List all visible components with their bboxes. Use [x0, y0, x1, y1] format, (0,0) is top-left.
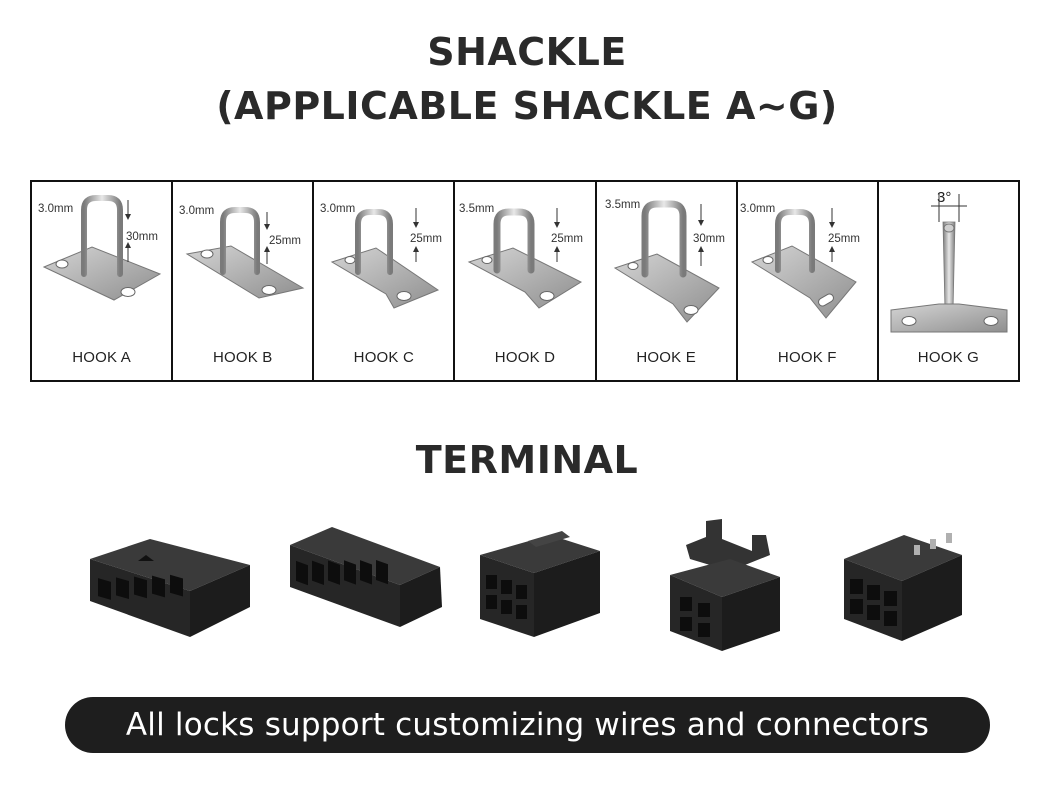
hook-cell-e: 3.5mm 30mm HOOK E — [597, 182, 738, 380]
terminal-connector-2x3 — [480, 531, 600, 637]
terminal-connector-1x5 — [90, 539, 250, 637]
terminal-connector-2x2-latch — [670, 519, 780, 651]
hook-cell-a: 3.0mm 30mm HOOK A — [32, 182, 174, 380]
hook-g-image: 3° — [890, 189, 1008, 333]
hook-a-image: 3.0mm 30mm — [38, 195, 162, 301]
hook-b-image: 3.0mm 25mm — [179, 205, 305, 299]
terminal-connector-2x3-smt — [844, 533, 962, 641]
hook-a-wire-label: 3.0mm — [38, 203, 73, 215]
hook-g-label: HOOK G — [917, 349, 980, 366]
terminal-title: TERMINAL — [415, 438, 639, 482]
hook-b-height-label: 25mm — [269, 235, 301, 247]
terminal-connector-1x6 — [290, 527, 442, 627]
shackle-subtitle: (APPLICABLE SHACKLE A~G) — [216, 84, 838, 128]
hook-c-height-label: 25mm — [410, 233, 442, 245]
hook-b-wire-label: 3.0mm — [179, 205, 214, 217]
hook-f-wire-label: 3.0mm — [740, 203, 775, 215]
hook-f-height-label: 25mm — [828, 233, 860, 245]
hook-e-height-label: 30mm — [693, 233, 725, 245]
hook-g-angle-label: 3° — [937, 189, 951, 206]
hook-cell-g: 3° HOOK G — [879, 182, 1018, 380]
hook-f-image: 3.0mm 25mm — [740, 203, 860, 319]
hook-d-height-label: 25mm — [551, 233, 583, 245]
hook-d-wire-label: 3.5mm — [459, 203, 494, 215]
hook-c-label: HOOK C — [353, 349, 415, 366]
hook-e-label: HOOK E — [636, 349, 696, 366]
hook-table: 3.0mm 30mm HOOK A 3.0mm 25mm HOOK B — [30, 180, 1020, 382]
terminal-gallery — [60, 515, 1000, 675]
customization-banner: All locks support customizing wires and … — [65, 697, 990, 753]
hook-d-image: 3.5mm 25mm — [459, 203, 583, 309]
hook-e-image: 3.5mm 30mm — [605, 199, 725, 323]
hook-e-wire-label: 3.5mm — [605, 199, 640, 211]
hook-d-label: HOOK D — [494, 349, 556, 366]
hook-cell-f: 3.0mm 25mm HOOK F — [738, 182, 879, 380]
hook-a-height-label: 30mm — [126, 231, 158, 243]
hook-b-label: HOOK B — [212, 349, 273, 366]
hook-f-label: HOOK F — [777, 349, 837, 366]
hook-c-wire-label: 3.0mm — [320, 203, 355, 215]
shackle-title: SHACKLE — [427, 30, 627, 74]
hook-cell-d: 3.5mm 25mm HOOK D — [455, 182, 597, 380]
hook-c-image: 3.0mm 25mm — [320, 203, 442, 309]
hook-cell-c: 3.0mm 25mm HOOK C — [314, 182, 456, 380]
hook-cell-b: 3.0mm 25mm HOOK B — [173, 182, 315, 380]
hook-a-label: HOOK A — [72, 349, 131, 366]
banner-text: All locks support customizing wires and … — [125, 707, 930, 743]
